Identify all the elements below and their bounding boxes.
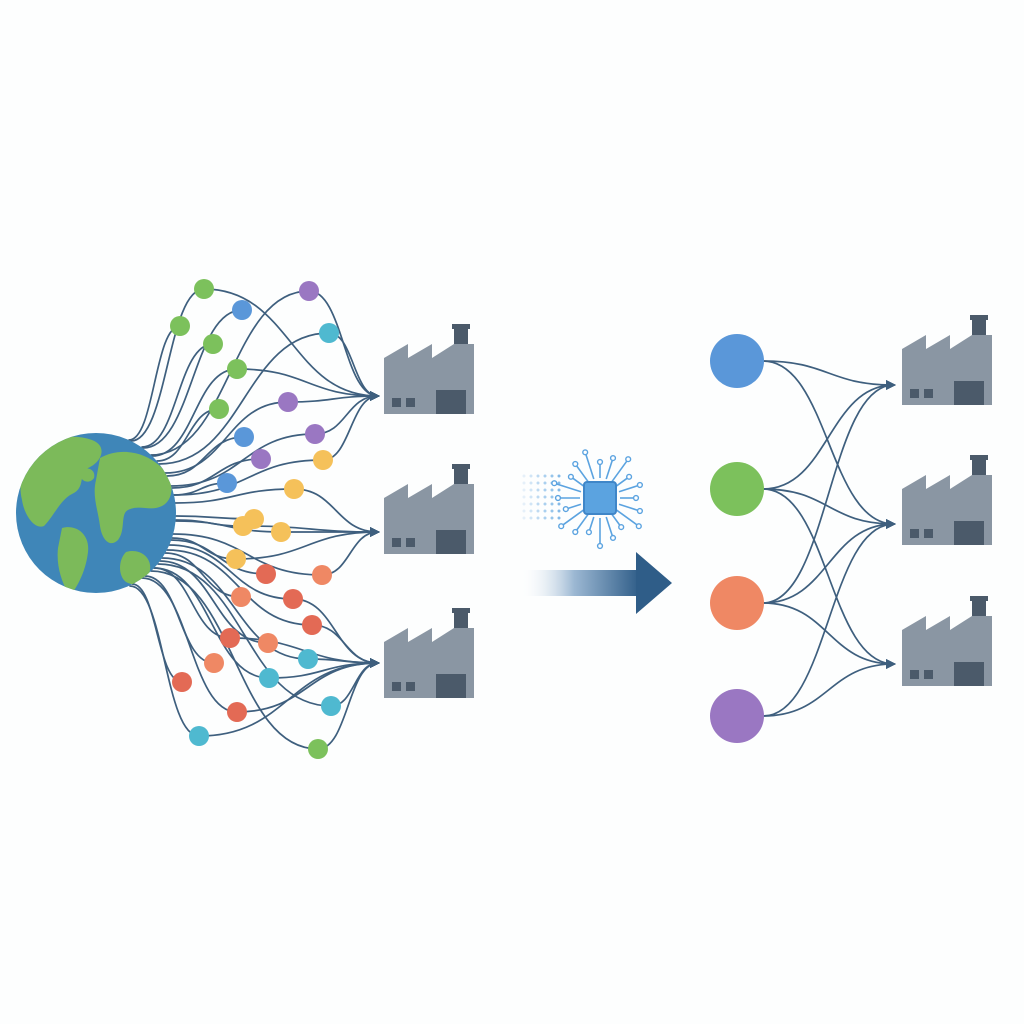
node [232, 300, 252, 320]
link [150, 570, 319, 750]
node [189, 726, 209, 746]
node [256, 564, 276, 584]
node [305, 424, 325, 444]
node [259, 668, 279, 688]
node [312, 565, 332, 585]
link [159, 560, 269, 644]
node [308, 739, 328, 759]
factory-icon [902, 596, 992, 686]
link [287, 391, 380, 403]
node [231, 587, 251, 607]
link [168, 544, 294, 600]
node [234, 427, 254, 447]
right-factories [902, 315, 992, 686]
node [278, 392, 298, 412]
node [251, 449, 271, 469]
link [762, 360, 896, 529]
link [170, 539, 267, 575]
link [175, 520, 282, 533]
link [161, 557, 309, 660]
node [203, 334, 223, 354]
link [173, 459, 324, 496]
globe-icon [16, 433, 176, 593]
node [299, 281, 319, 301]
link [762, 602, 896, 669]
node [227, 359, 247, 379]
right-network-links [762, 360, 896, 717]
node [302, 615, 322, 635]
link [762, 519, 896, 717]
link [762, 519, 896, 604]
link [164, 552, 242, 598]
link [314, 391, 380, 435]
link [157, 563, 332, 707]
link [174, 488, 295, 504]
node [204, 653, 224, 673]
link [235, 527, 380, 560]
link [153, 567, 270, 679]
link [762, 488, 896, 529]
link [311, 624, 380, 668]
link [142, 309, 243, 449]
factory-icon [902, 455, 992, 545]
left-factories [384, 324, 474, 698]
link [130, 288, 205, 442]
link [293, 488, 380, 537]
link [236, 368, 380, 401]
link [198, 658, 380, 737]
link [762, 380, 896, 604]
link [166, 436, 245, 477]
node [298, 649, 318, 669]
node [319, 323, 339, 343]
node [710, 576, 764, 630]
link [141, 577, 238, 713]
node [170, 316, 190, 336]
node [227, 702, 247, 722]
node [284, 479, 304, 499]
node [283, 589, 303, 609]
link [158, 332, 330, 465]
arrow-right-icon [520, 552, 672, 614]
node [194, 279, 214, 299]
node [233, 516, 253, 536]
node [217, 473, 237, 493]
link [762, 360, 896, 390]
left-network-nodes [170, 279, 341, 759]
node [220, 628, 240, 648]
factory-icon [384, 324, 474, 414]
link [203, 288, 380, 401]
node [710, 334, 764, 388]
link [141, 343, 214, 448]
node [313, 450, 333, 470]
link [762, 488, 896, 669]
node [321, 696, 341, 716]
node [271, 522, 291, 542]
microchip-icon [522, 449, 644, 550]
link [151, 368, 238, 457]
link [322, 391, 380, 461]
link [171, 458, 262, 489]
link [172, 533, 323, 576]
node [710, 689, 764, 743]
factory-icon [384, 608, 474, 698]
right-network-nodes [710, 334, 764, 743]
node [226, 549, 246, 569]
link [129, 585, 200, 737]
link [762, 380, 896, 490]
data-dots [522, 474, 561, 520]
node [258, 633, 278, 653]
link [170, 433, 316, 487]
factory-icon [902, 315, 992, 405]
factory-icon [384, 464, 474, 554]
node [172, 672, 192, 692]
link [164, 401, 289, 474]
node [710, 462, 764, 516]
node [209, 399, 229, 419]
link [762, 659, 896, 717]
